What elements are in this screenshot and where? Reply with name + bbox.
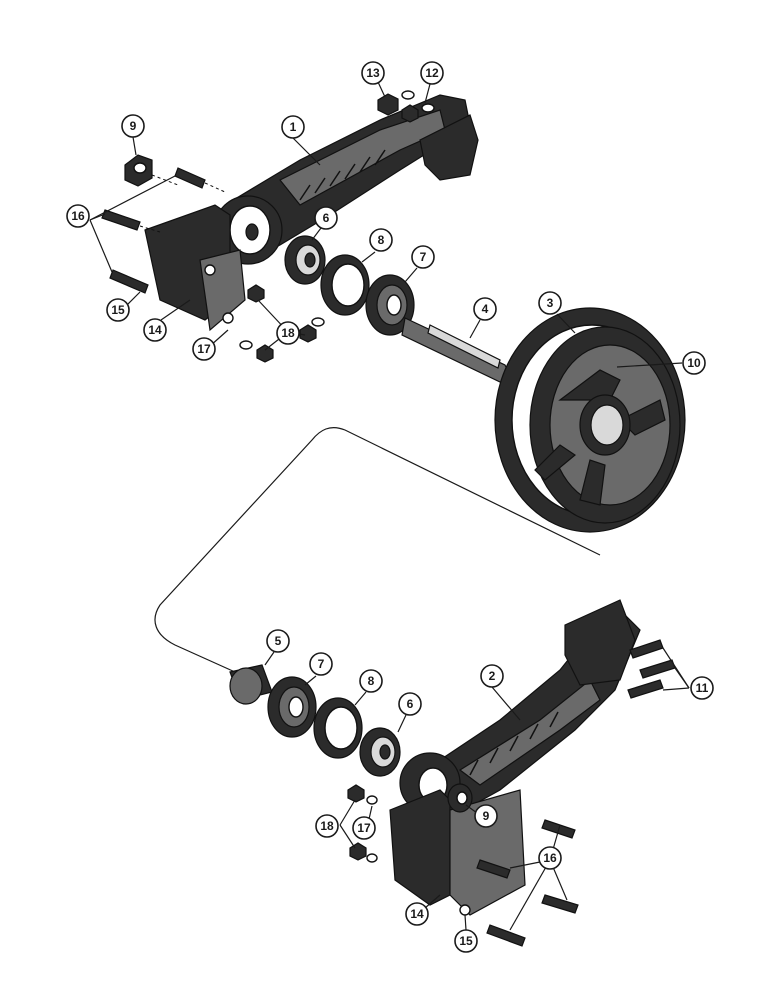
nuts-part-17-18-top — [239, 284, 325, 363]
svg-text:6: 6 — [323, 211, 330, 225]
svg-text:2: 2 — [489, 669, 496, 683]
svg-text:7: 7 — [318, 657, 325, 671]
nuts-part-12-13 — [377, 90, 435, 123]
svg-text:18: 18 — [320, 819, 334, 833]
svg-text:15: 15 — [111, 303, 125, 317]
svg-text:18: 18 — [281, 326, 295, 340]
callout-15-top: 15 — [106, 298, 130, 322]
arm-part-2 — [399, 599, 641, 816]
bearing-part-7-bottom — [267, 676, 317, 738]
svg-text:13: 13 — [366, 66, 380, 80]
bracket-part-14-bottom — [389, 789, 526, 916]
callout-16-top: 16 — [66, 204, 90, 228]
callout-7-top: 7 — [411, 245, 435, 269]
callout-14-top: 14 — [143, 318, 167, 342]
seal-part-8-bottom — [313, 697, 363, 759]
callout-16-bottom: 16 — [538, 846, 562, 870]
callout-17-top: 17 — [192, 337, 216, 361]
callout-8-bottom: 8 — [359, 669, 383, 693]
callout-3: 3 — [538, 291, 562, 315]
callout-18-bottom: 18 — [315, 814, 339, 838]
svg-text:6: 6 — [407, 697, 414, 711]
svg-text:7: 7 — [420, 250, 427, 264]
callout-2: 2 — [480, 664, 504, 688]
svg-text:15: 15 — [459, 934, 473, 948]
svg-text:8: 8 — [378, 233, 385, 247]
seal-part-8-top — [320, 254, 370, 316]
svg-text:8: 8 — [368, 674, 375, 688]
svg-text:9: 9 — [483, 809, 490, 823]
nut-part-9-top — [124, 154, 179, 187]
callout-9-bottom: 9 — [474, 804, 498, 828]
svg-text:14: 14 — [148, 323, 162, 337]
bearing-part-6-top — [284, 235, 326, 285]
callout-4: 4 — [473, 297, 497, 321]
nut-part-9-bottom — [447, 783, 473, 813]
callout-8-top: 8 — [369, 228, 393, 252]
callout-7-bottom: 7 — [309, 652, 333, 676]
svg-text:3: 3 — [547, 296, 554, 310]
bearing-part-6-bottom — [359, 727, 401, 777]
svg-text:16: 16 — [543, 851, 557, 865]
callout-5: 5 — [266, 629, 290, 653]
shaft-part-4 — [401, 317, 513, 383]
callout-9-top: 9 — [121, 114, 145, 138]
svg-text:16: 16 — [71, 209, 85, 223]
spacer-part-5 — [229, 664, 273, 705]
callout-6-bottom: 6 — [398, 692, 422, 716]
arm-part-1 — [213, 94, 479, 265]
callout-6-top: 6 — [314, 206, 338, 230]
svg-text:11: 11 — [696, 681, 709, 695]
svg-text:4: 4 — [482, 302, 489, 316]
svg-text:17: 17 — [197, 342, 211, 356]
svg-text:17: 17 — [357, 821, 371, 835]
assembly-connector-line — [154, 427, 601, 673]
idler-wheel-part-3 — [494, 307, 686, 533]
callout-1: 1 — [281, 115, 305, 139]
callout-15-bottom: 15 — [454, 929, 478, 953]
callout-13: 13 — [361, 61, 385, 85]
svg-text:1: 1 — [290, 120, 297, 134]
svg-text:10: 10 — [687, 356, 701, 370]
svg-text:9: 9 — [130, 119, 137, 133]
callout-14-bottom: 14 — [405, 902, 429, 926]
callout-10: 10 — [682, 351, 706, 375]
callout-18-top: 18 — [276, 321, 300, 345]
svg-text:5: 5 — [275, 634, 282, 648]
bearing-part-7-top — [365, 274, 415, 336]
svg-text:14: 14 — [410, 907, 424, 921]
svg-text:12: 12 — [425, 66, 439, 80]
callout-11: 11 — [690, 676, 714, 700]
callout-12: 12 — [420, 61, 444, 85]
bracket-part-14-top — [144, 204, 246, 332]
callout-17-bottom: 17 — [352, 816, 376, 840]
bolts-part-16-top — [101, 167, 226, 294]
